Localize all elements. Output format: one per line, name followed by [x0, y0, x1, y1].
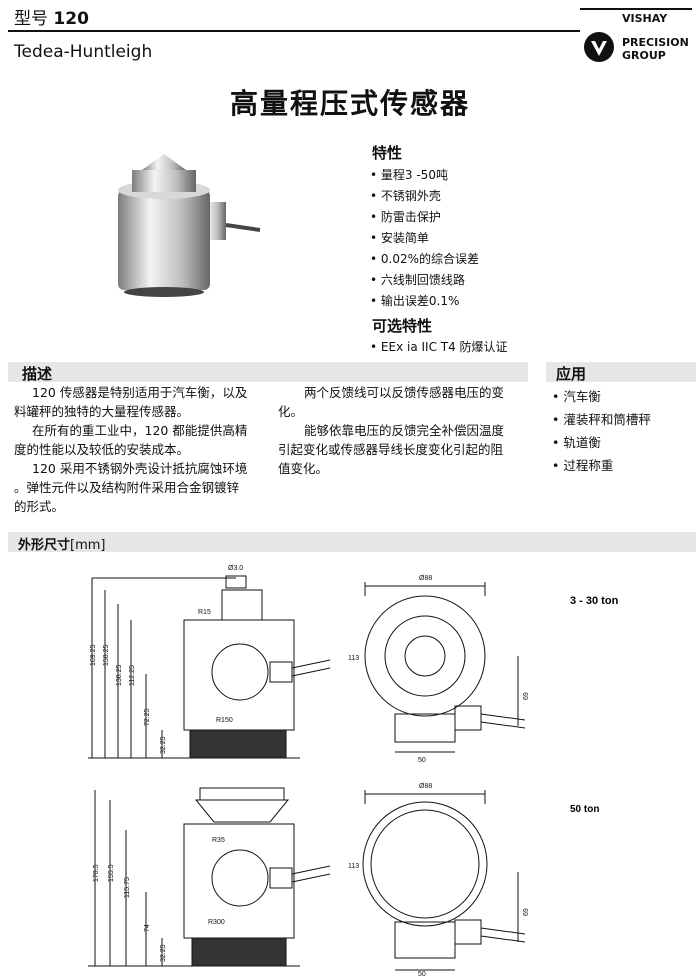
dim-d3: 115.75 [124, 877, 131, 898]
dim-50: 50 [418, 757, 426, 764]
drawing-3-30-ton: 169.25 158.25 138.25 112.25 72.25 32.25 … [88, 565, 619, 764]
list-item: • EEx ia IIC T4 防爆认证 [370, 340, 508, 354]
dim-dia: Ø88 [419, 575, 432, 582]
applications-band [546, 362, 696, 382]
description-heading: 描述 [22, 365, 53, 383]
dim-d5: 72.25 [144, 708, 151, 726]
dim-113: 113 [348, 863, 359, 870]
page-title: 高量程压式传感器 [229, 87, 470, 120]
dimensions-band [8, 532, 696, 552]
list-item: • 0.02%的综合误差 [370, 252, 480, 266]
dimensions-heading: 外形尺寸[mm] [18, 538, 106, 553]
dim-r-top: R35 [212, 837, 225, 844]
list-item: • 安装简单 [370, 231, 429, 245]
list-item: • 轨道衡 [552, 435, 601, 450]
model-prefix: 型号 [14, 9, 48, 29]
dim-dia-small: Ø3.0 [228, 565, 243, 572]
range-label-1: 3 - 30 ton [570, 595, 619, 607]
logo-line-3: GROUP [622, 49, 666, 62]
features-list: • 量程3 -50吨 • 不锈钢外壳 • 防雷击保护 • 安装简单 • 0.02… [370, 166, 479, 313]
list-item: • 灌装秤和筒槽秤 [552, 412, 651, 427]
header-rule [8, 30, 580, 32]
description-col-2: 两个反馈线可以反馈传感器电压的变 化。 能够依靠电压的反馈完全补偿因温度 引起变… [278, 385, 505, 476]
list-item: • 过程称重 [552, 458, 614, 473]
range-label-2: 50 ton [570, 804, 599, 815]
model-number: 120 [53, 9, 89, 29]
dim-113: 113 [348, 655, 359, 662]
product-photo [88, 150, 278, 304]
dim-r-bottom: R300 [208, 919, 225, 926]
list-item: • 量程3 -50吨 [370, 168, 448, 182]
list-item: • 不锈钢外壳 [370, 189, 441, 203]
dim-69: 69 [523, 692, 530, 700]
description-band [8, 362, 528, 382]
dim-d5: 32.25 [160, 944, 167, 962]
dim-dia: Ø88 [419, 783, 432, 790]
dim-r-bottom: R150 [216, 717, 233, 724]
logo-line-2: PRECISION [622, 36, 689, 49]
dim-d3: 138.25 [116, 664, 123, 686]
model-label: 型号 120 [14, 4, 89, 29]
drawing-50-ton: 170.5 155.5 115.75 74 32.25 R35 R300 Ø88… [88, 783, 599, 977]
options-list: • EEx ia IIC T4 防爆认证 [370, 338, 508, 359]
dim-d1: 169.25 [90, 644, 97, 666]
brand-name: Tedea-Huntleigh [14, 42, 153, 62]
list-item: • 输出误差0.1% [370, 294, 460, 308]
description-col-1: 120 传感器是特别适用于汽车衡，以及 料罐秤的独特的大量程传感器。 在所有的重… [14, 385, 248, 514]
options-heading: 可选特性 [372, 317, 433, 335]
list-item: • 汽车衡 [552, 389, 601, 404]
dim-d2: 155.5 [108, 864, 115, 882]
vishay-v-logo-icon [584, 32, 614, 62]
list-item: • 六线制回馈线路 [370, 273, 465, 287]
vishay-logo [580, 8, 692, 72]
logo-line-1: VISHAY [622, 12, 668, 25]
dim-r-top: R15 [198, 609, 211, 616]
dim-d6: 32.25 [160, 736, 167, 754]
applications-list: • 汽车衡 • 灌装秤和筒槽秤 • 轨道衡 • 过程称重 [552, 386, 651, 478]
dim-d4: 112.25 [129, 665, 136, 686]
list-item: • 防雷击保护 [370, 210, 441, 224]
dim-69: 69 [523, 908, 530, 916]
dim-d2: 158.25 [103, 644, 110, 666]
applications-heading: 应用 [556, 365, 587, 383]
features-heading: 特性 [372, 144, 403, 162]
dim-d1: 170.5 [93, 864, 100, 882]
dim-d4: 74 [144, 924, 151, 932]
dim-50: 50 [418, 971, 426, 977]
